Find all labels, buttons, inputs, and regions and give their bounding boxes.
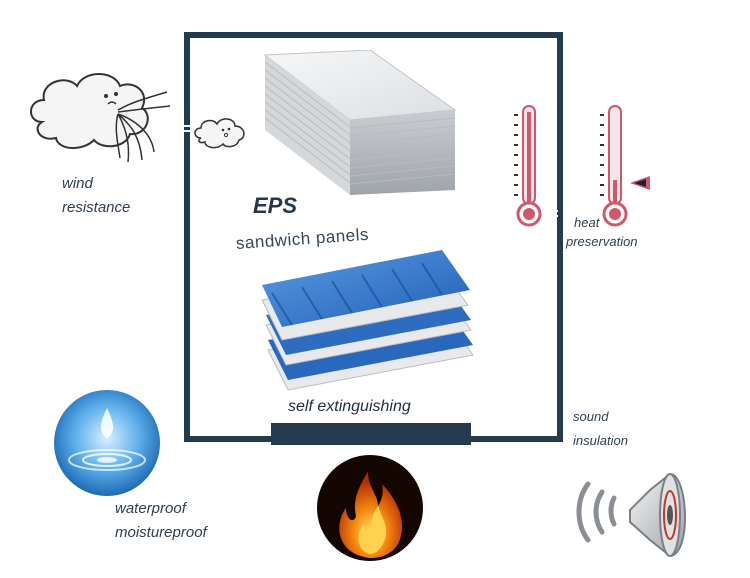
wind-label-line2: resistance — [62, 199, 131, 216]
heat-label-line1: heat — [574, 215, 600, 230]
wind-cloud-icon — [30, 73, 171, 163]
eps-board-stack-image — [263, 50, 457, 195]
water-label-line1: waterproof — [115, 500, 186, 517]
sound-label-line1: sound — [573, 409, 609, 424]
sound-label-line2: insulation — [573, 433, 628, 448]
frame-bottom-bar — [271, 423, 471, 445]
fire-icon — [317, 455, 423, 561]
thermometer-right-icon — [600, 105, 650, 227]
thermometer-icon — [514, 105, 542, 227]
small-cloud-icon — [194, 118, 245, 149]
water-label-line2: moistureproof — [115, 524, 207, 541]
sandwich-panels-image — [261, 250, 474, 391]
right-connector — [546, 209, 558, 219]
wind-label-line1: wind — [62, 175, 93, 192]
heat-label-line2: preservation — [566, 234, 638, 249]
left-connector — [182, 124, 194, 134]
self-extinguishing-label: self extinguishing — [288, 398, 411, 415]
eps-title: EPS — [253, 193, 298, 218]
water-drop-icon — [54, 390, 160, 496]
speaker-icon — [576, 472, 687, 558]
